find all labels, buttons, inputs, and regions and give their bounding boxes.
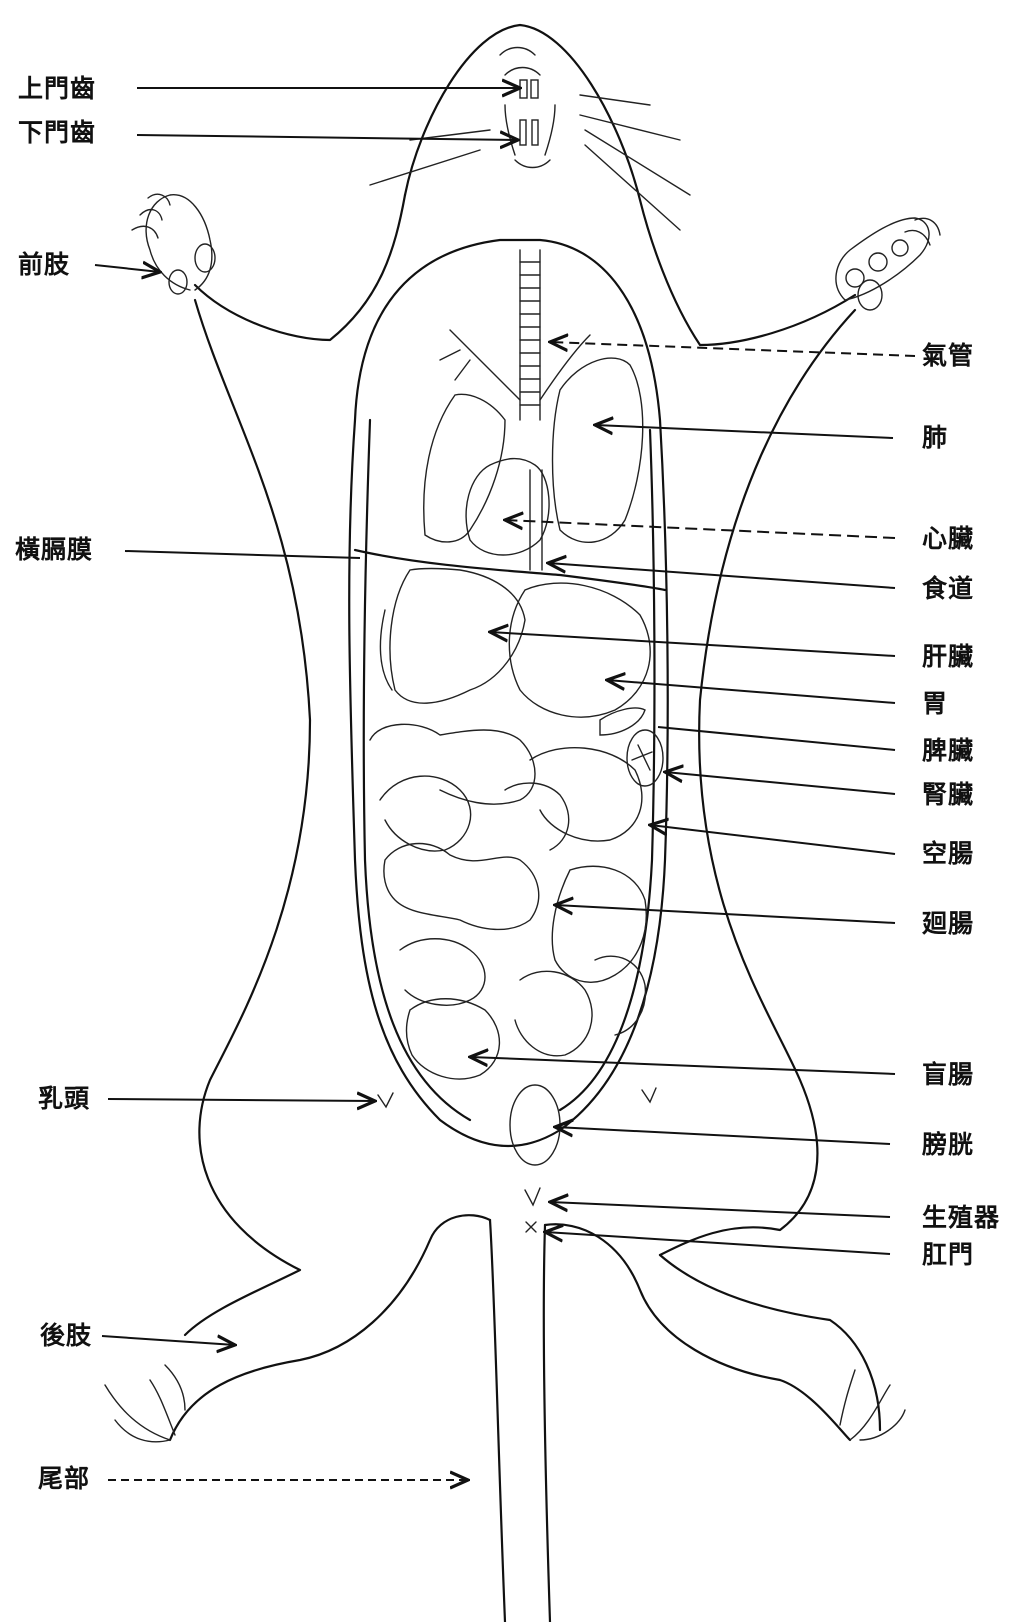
label-genitals: 生殖器 [922,1205,1000,1230]
label-kidney: 腎臟 [922,782,974,807]
label-lung: 肺 [922,425,948,450]
forelimb-left [132,194,215,294]
label-anus: 肛門 [922,1242,974,1267]
hind-paws [105,1365,905,1442]
intestines [370,724,646,1079]
spleen [600,708,645,735]
label-forelimb: 前肢 [18,252,70,277]
body-outline [170,25,880,1622]
label-bladder: 膀胱 [922,1132,974,1157]
label-jejunum: 空腸 [922,841,974,866]
label-upper-incisor: 上門齒 [18,76,96,101]
stomach [509,583,650,717]
anus-mark [526,1222,536,1232]
heart [466,459,549,555]
label-heart: 心臟 [922,526,974,551]
label-hindlimb: 後肢 [40,1323,92,1348]
label-cecum: 盲腸 [922,1062,974,1087]
genital-mark [525,1188,540,1205]
label-spleen: 脾臟 [922,738,974,763]
label-stomach: 胃 [922,691,948,716]
kidney [627,730,663,786]
esophagus [530,470,542,570]
label-lower-incisor: 下門齒 [18,120,96,145]
label-trachea: 氣管 [922,343,974,368]
liver [380,569,525,704]
label-esophagus: 食道 [922,576,974,601]
nipple-left [378,1093,393,1107]
nipple-right [642,1088,656,1102]
lungs [424,358,643,542]
label-ileum: 廻腸 [922,911,974,936]
label-diaphragm: 橫膈膜 [15,537,93,562]
label-tail: 尾部 [38,1466,90,1491]
leader-lines [95,88,915,1480]
label-liver: 肝臟 [922,644,974,669]
diaphragm-line [355,550,665,590]
bladder [510,1085,560,1165]
label-nipple: 乳頭 [38,1086,90,1111]
